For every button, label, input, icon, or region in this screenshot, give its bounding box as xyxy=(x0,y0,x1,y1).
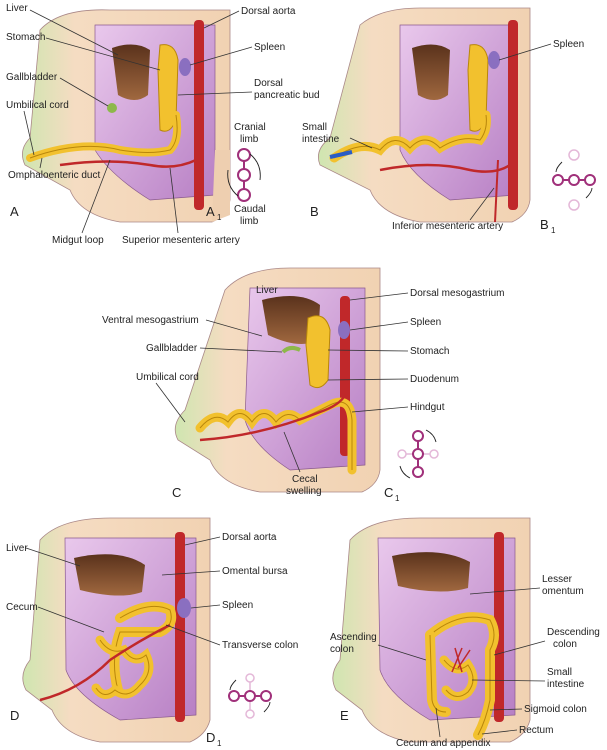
label-spleen: Spleen xyxy=(254,42,285,53)
panel-a-letter: A xyxy=(10,204,19,219)
leader-umbilical-cord xyxy=(156,383,185,422)
label-liver: Liver xyxy=(6,543,28,554)
label-gallbladder: Gallbladder xyxy=(6,72,58,83)
label-cecum-and-appendix: Cecum and appendix xyxy=(396,738,491,749)
panel-d-illustration xyxy=(23,518,210,742)
label-hindgut: Hindgut xyxy=(410,402,445,413)
label-omental-bursa: Omental bursa xyxy=(222,566,288,577)
panel-d-letter: D xyxy=(10,708,19,723)
label-spleen: Spleen xyxy=(410,317,441,328)
rotation-icon-a1 xyxy=(228,149,261,201)
label-cecal: Cecal xyxy=(292,474,318,485)
panel-d1-subscript: 1 xyxy=(217,739,222,748)
label-duodenum: Duodenum xyxy=(410,374,459,385)
panel-a1-letter: A xyxy=(206,204,215,219)
label-pancreatic-bud: pancreatic bud xyxy=(254,90,320,101)
panel-d1-letter: D xyxy=(206,730,215,745)
label-ascending-colon: colon xyxy=(330,644,354,655)
label-stomach: Stomach xyxy=(410,346,449,357)
label-spleen: Spleen xyxy=(553,39,584,50)
panel-b: Spleen Small intestine B Inferior mesent… xyxy=(302,8,595,235)
panel-e: Lesser omentum Ascending colon Descendin… xyxy=(330,518,600,749)
label-small: Small xyxy=(302,122,327,133)
label-intestine: intestine xyxy=(547,679,585,690)
label-liver: Liver xyxy=(256,285,278,296)
label-ascending: Ascending xyxy=(330,632,377,643)
label-transverse-colon: Transverse colon xyxy=(222,640,298,651)
panel-a-illustration xyxy=(22,10,230,222)
label-intestine: intestine xyxy=(302,134,340,145)
label-midgut-loop: Midgut loop xyxy=(52,235,104,246)
panel-e-letter: E xyxy=(340,708,349,723)
label-caudal: Caudal xyxy=(234,204,266,215)
label-descending-colon: colon xyxy=(553,639,577,650)
panel-b-illustration xyxy=(318,8,530,222)
panel-e-illustration xyxy=(333,518,530,742)
label-dorsal: Dorsal xyxy=(254,78,283,89)
label-gallbladder: Gallbladder xyxy=(146,343,198,354)
label-liver: Liver xyxy=(6,3,28,14)
label-dorsal-aorta: Dorsal aorta xyxy=(241,6,296,17)
label-dorsal-mesogastrium: Dorsal mesogastrium xyxy=(410,288,504,299)
label-cecum: Cecum xyxy=(6,602,38,613)
panel-a: Liver Stomach Gallbladder Umbilical cord… xyxy=(6,3,320,246)
label-umbilical-cord: Umbilical cord xyxy=(6,100,69,111)
label-spleen: Spleen xyxy=(222,600,253,611)
label-stomach: Stomach xyxy=(6,32,45,43)
rotation-icon-d1 xyxy=(229,674,271,718)
label-umbilical-cord: Umbilical cord xyxy=(136,372,199,383)
panel-b1-subscript: 1 xyxy=(551,226,556,235)
panel-b1-letter: B xyxy=(540,217,549,232)
label-inferior-mesenteric-artery: Inferior mesenteric artery xyxy=(392,221,503,232)
panel-c1-subscript: 1 xyxy=(395,494,400,503)
label-small: Small xyxy=(547,667,572,678)
label-lesser: Lesser xyxy=(542,574,573,585)
label-omphaloenteric-duct: Omphaloenteric duct xyxy=(8,170,100,181)
rotation-icon-b1 xyxy=(553,150,595,210)
label-ventral-mesogastrium: Ventral mesogastrium xyxy=(102,315,199,326)
label-descending: Descending xyxy=(547,627,600,638)
label-cranial-limb: limb xyxy=(240,134,259,145)
panel-c-letter: C xyxy=(172,485,181,500)
panel-d: Liver Cecum D Dorsal aorta Omental bursa… xyxy=(6,518,298,748)
panel-b-letter: B xyxy=(310,204,319,219)
label-sigmoid-colon: Sigmoid colon xyxy=(524,704,587,715)
panel-c: Liver Ventral mesogastrium Gallbladder U… xyxy=(102,268,504,503)
panel-c1-letter: C xyxy=(384,485,393,500)
label-dorsal-aorta: Dorsal aorta xyxy=(222,532,277,543)
rotation-icon-c1 xyxy=(398,430,438,478)
label-swelling: swelling xyxy=(286,486,322,497)
label-rectum: Rectum xyxy=(519,725,553,736)
panel-a1-subscript: 1 xyxy=(217,213,222,222)
label-superior-mesenteric-artery: Superior mesenteric artery xyxy=(122,235,240,246)
label-omentum: omentum xyxy=(542,586,584,597)
label-cranial: Cranial xyxy=(234,122,266,133)
label-caudal-limb: limb xyxy=(240,216,259,227)
